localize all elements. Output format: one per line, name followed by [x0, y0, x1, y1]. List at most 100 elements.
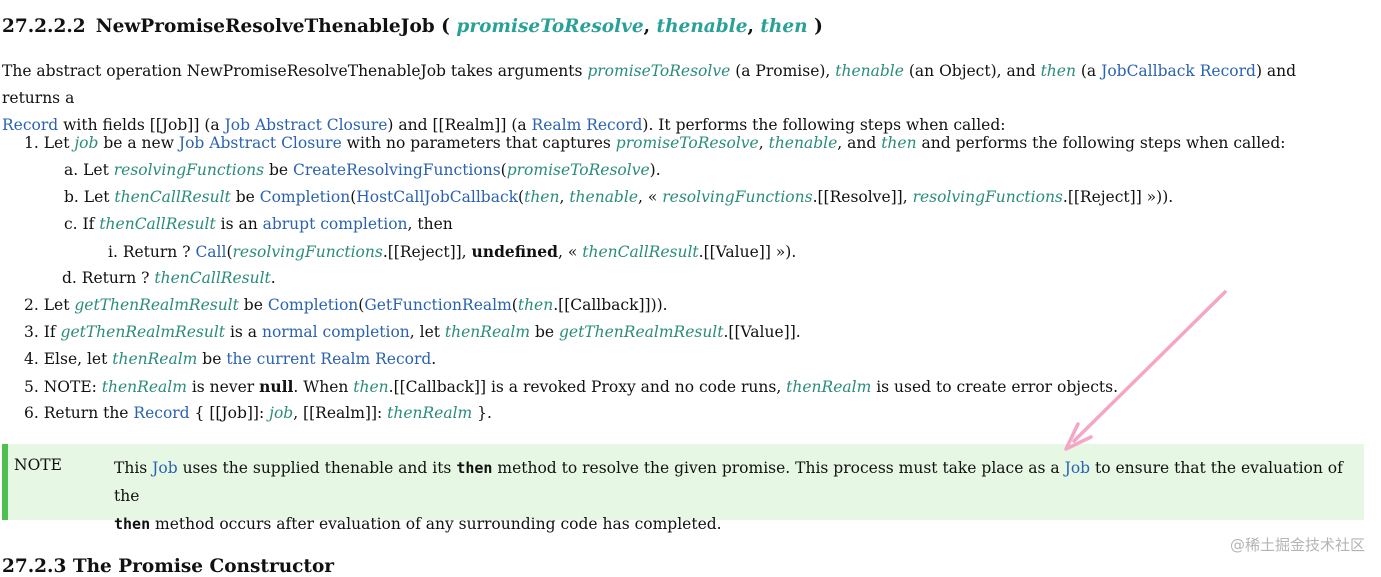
text: ( — [358, 296, 365, 314]
link-current-realm-record[interactable]: the current Realm Record — [226, 350, 432, 368]
next-section-heading: 27.2.3 The Promise Constructor — [2, 556, 334, 577]
text: ( — [518, 188, 525, 206]
open-paren: ( — [441, 16, 450, 37]
text: Return ? — [76, 269, 155, 287]
code-then: then — [456, 459, 493, 477]
link-jobcallback-record[interactable]: JobCallback Record — [1101, 62, 1256, 80]
var: then — [1040, 62, 1076, 80]
var: thenCallResult — [154, 269, 271, 287]
text: is a — [225, 323, 262, 341]
text: ). It performs the following steps when … — [642, 116, 1006, 134]
note-label: NOTE — [14, 456, 62, 474]
code-then: then — [114, 515, 151, 533]
var: promiseToResolve — [506, 161, 650, 179]
var: thenRealm — [387, 404, 473, 422]
step-1a: a. Let resolvingFunctions be CreateResol… — [64, 157, 661, 184]
text: (a Promise), — [730, 62, 836, 80]
text: . — [431, 350, 437, 368]
text: be a new — [98, 134, 179, 152]
text: be — [238, 296, 268, 314]
text: with fields [[Job]] (a — [58, 116, 225, 134]
text: NOTE: — [38, 378, 102, 396]
step-marker: i. — [108, 243, 118, 261]
step-3: 3. If getThenRealmResult is a normal com… — [24, 319, 801, 346]
text: , [[Realm]]: — [293, 404, 388, 422]
step-marker: 3. — [24, 323, 39, 341]
keyword-null: null — [259, 377, 294, 396]
link-abrupt-completion[interactable]: abrupt completion — [262, 215, 408, 233]
link-record[interactable]: Record — [2, 116, 59, 134]
link-realm-record[interactable]: Realm Record — [531, 116, 643, 134]
link-job-abstract-closure[interactable]: Job Abstract Closure — [178, 134, 342, 152]
var: thenCallResult — [99, 215, 216, 233]
step-6: 6. Return the Record { [[Job]]: job, [[R… — [24, 400, 492, 427]
step-5: 5. NOTE: thenRealm is never null. When t… — [24, 373, 1118, 400]
link-create-resolving-functions[interactable]: CreateResolvingFunctions — [293, 161, 501, 179]
var: then — [517, 296, 554, 314]
link-host-call-job-callback[interactable]: HostCallJobCallback — [356, 188, 519, 206]
text: }. — [472, 404, 492, 422]
text: is never — [186, 378, 260, 396]
step-1c: c. If thenCallResult is an abrupt comple… — [64, 211, 453, 238]
var: thenable — [569, 188, 638, 206]
intro-paragraph: The abstract operation NewPromiseResolve… — [2, 58, 1342, 139]
text: to ensure that the evaluation of the — [114, 459, 1343, 505]
text: , « — [638, 188, 663, 206]
text: . — [270, 269, 276, 287]
text: .[[Reject]] »)). — [1062, 188, 1174, 206]
var: job — [269, 404, 294, 422]
var: thenCallResult — [114, 188, 231, 206]
text: .[[Value]] »). — [698, 243, 797, 261]
section-title: The Promise Constructor — [72, 556, 335, 577]
link-job[interactable]: Job — [1064, 459, 1091, 477]
text: is an — [215, 215, 263, 233]
section-number: 27.2.3 — [2, 556, 67, 577]
link-record[interactable]: Record — [133, 404, 190, 422]
var: getThenRealmResult — [558, 323, 724, 341]
link-job-abstract-closure[interactable]: Job Abstract Closure — [224, 116, 388, 134]
text: ) and returns a — [2, 62, 1297, 107]
text: method to resolve the given promise. Thi… — [492, 459, 1065, 477]
var: thenable — [835, 62, 904, 80]
section-number: 27.2.2.2 — [2, 16, 86, 37]
step-marker: 6. — [24, 404, 39, 422]
link-completion[interactable]: Completion — [267, 296, 359, 314]
step-marker: b. — [64, 188, 79, 206]
var: resolvingFunctions — [232, 243, 383, 261]
text: Else, let — [38, 350, 113, 368]
link-completion[interactable]: Completion — [259, 188, 351, 206]
step-marker: 2. — [24, 296, 39, 314]
var: getThenRealmResult — [60, 323, 226, 341]
var: resolvingFunctions — [662, 188, 813, 206]
link-job[interactable]: Job — [152, 459, 178, 477]
var: thenable — [768, 134, 838, 152]
text: ). — [649, 161, 661, 179]
text: ( — [511, 296, 518, 314]
step-1: 1. Let job be a new Job Abstract Closure… — [24, 130, 1285, 157]
step-1c-i: i. Return ? Call(resolvingFunctions.[[Re… — [108, 238, 796, 265]
var: thenRealm — [444, 323, 531, 341]
var: then — [524, 188, 560, 206]
link-normal-completion[interactable]: normal completion — [261, 323, 410, 341]
step-marker: d. — [62, 269, 77, 287]
var: thenRealm — [786, 378, 872, 396]
param-promise-to-resolve: promiseToResolve — [456, 16, 644, 37]
text: , and — [837, 134, 882, 152]
var: getThenRealmResult — [74, 296, 239, 314]
step-marker: 4. — [24, 350, 39, 368]
text: be — [230, 188, 260, 206]
text: and performs the following steps when ca… — [916, 134, 1286, 152]
text: , « — [558, 243, 583, 261]
text: . When — [293, 378, 354, 396]
var: job — [74, 134, 99, 152]
link-call[interactable]: Call — [195, 243, 227, 261]
text: Let — [78, 161, 114, 179]
text: , — [758, 134, 769, 152]
var: thenCallResult — [582, 243, 699, 261]
var: resolvingFunctions — [912, 188, 1063, 206]
text: .[[Callback]] is a revoked Proxy and no … — [388, 378, 787, 396]
var: thenRealm — [101, 378, 187, 396]
link-get-function-realm[interactable]: GetFunctionRealm — [364, 296, 512, 314]
step-marker: 1. — [24, 134, 39, 152]
text: .[[Reject]], — [382, 243, 472, 261]
